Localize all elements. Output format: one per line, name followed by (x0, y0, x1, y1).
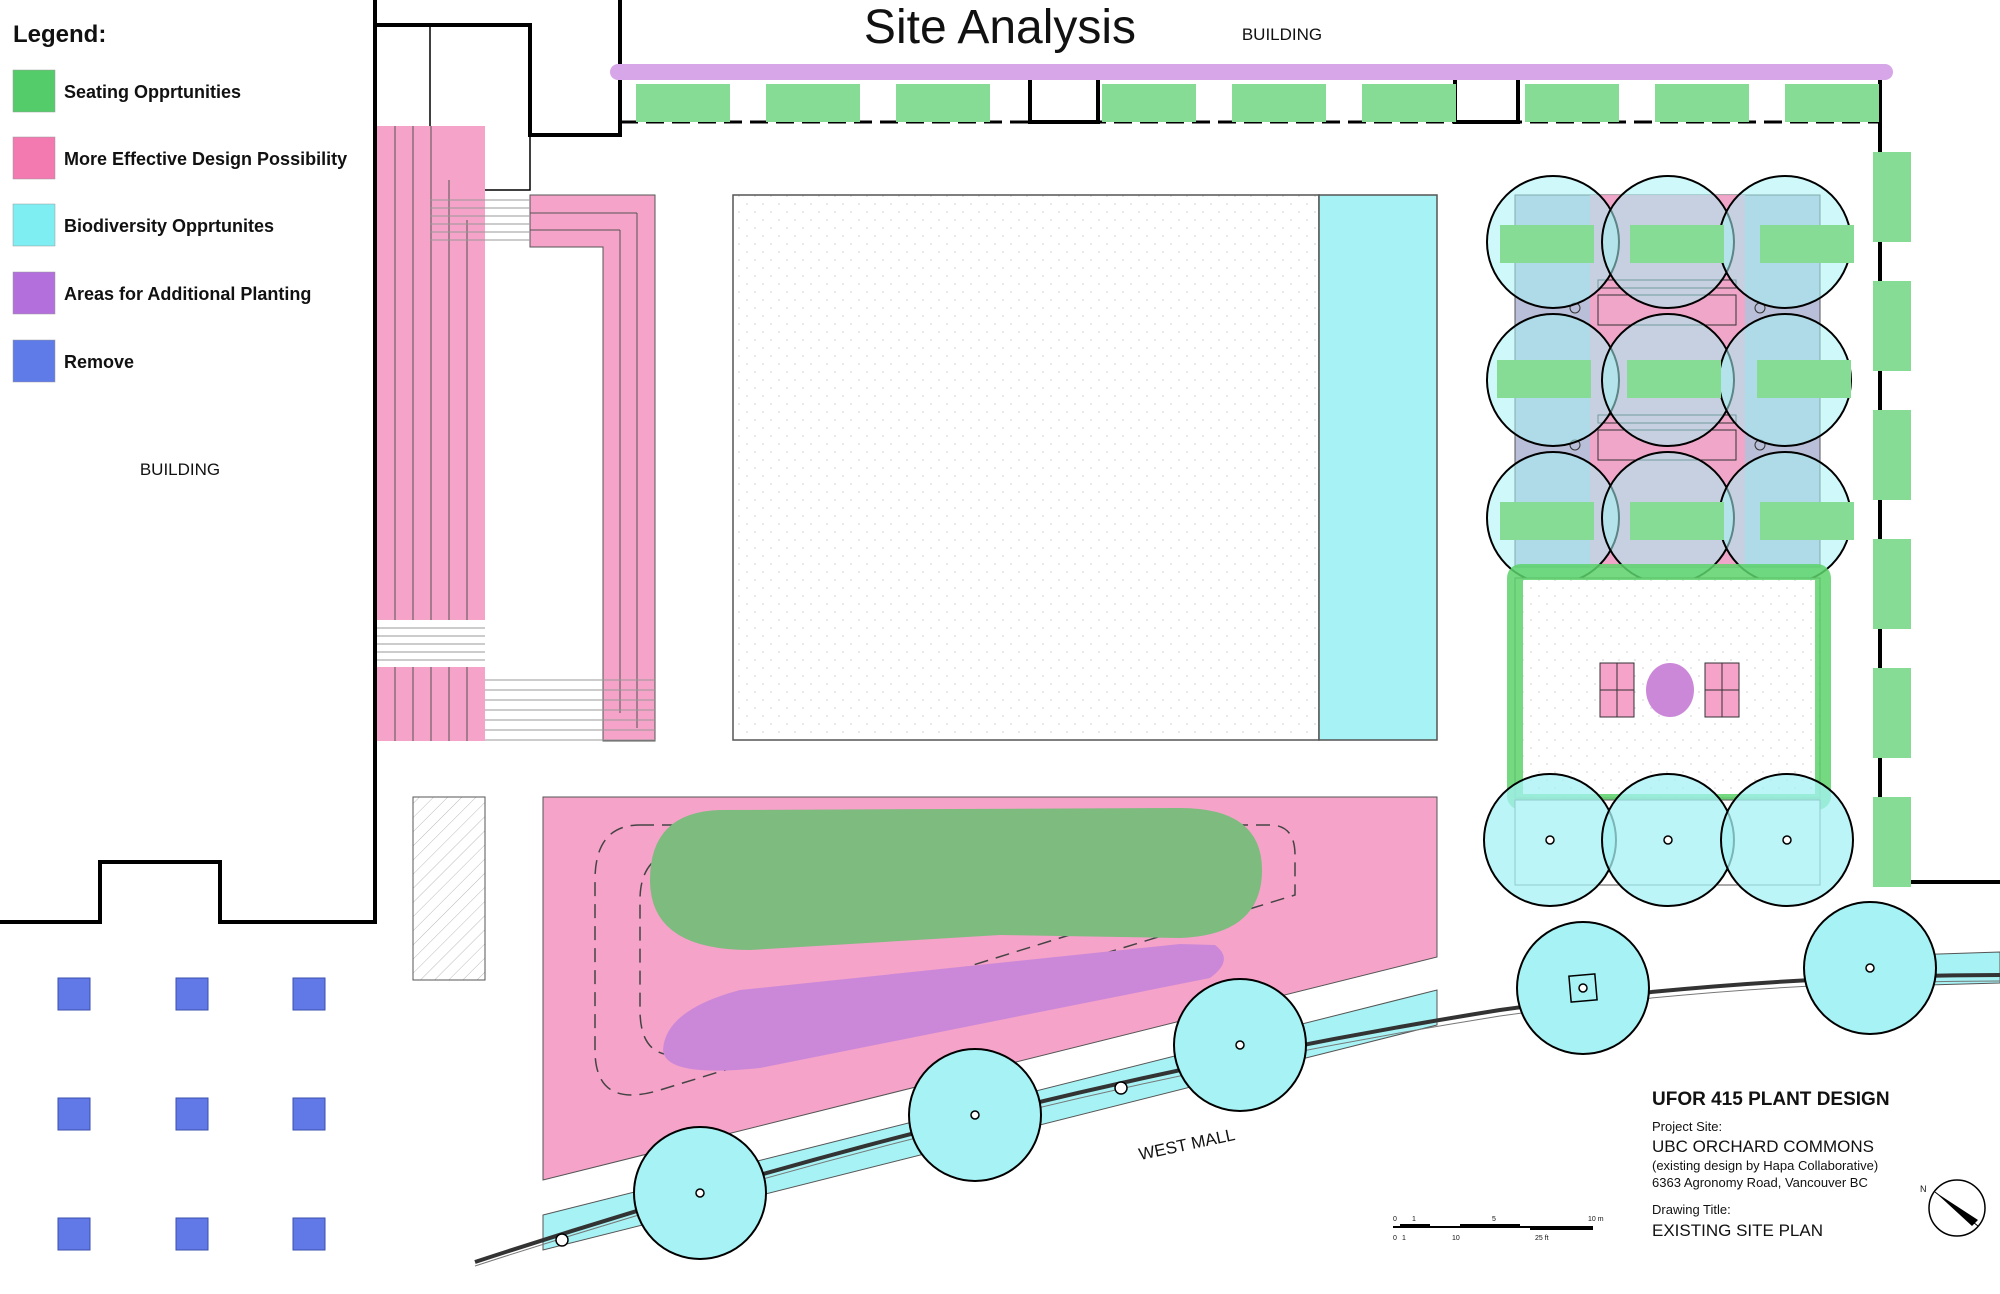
drawing-title-label: Drawing Title: (1652, 1202, 1731, 1217)
seating-area (1785, 84, 1879, 122)
legend-label: Biodiversity Opprtunites (64, 216, 274, 236)
building-top-label: BUILDING (1242, 25, 1322, 44)
legend-swatch (12, 136, 56, 180)
north-arrow-icon: N (1920, 1179, 1986, 1237)
street-tree-trunks (555, 963, 1875, 1247)
planting-blob (663, 944, 1224, 1071)
seating-area (1232, 84, 1326, 122)
pink-l-walls (529, 194, 656, 742)
project-address: 6363 Agronomy Road, Vancouver BC (1652, 1175, 1868, 1190)
central-lawn (732, 194, 1320, 741)
hatched-planter (412, 796, 486, 981)
courtyard-tables (1599, 662, 1740, 718)
title-block: UFOR 415 PLANT DESIGN Project Site: UBC … (1652, 1089, 1890, 1240)
seating-area (1525, 84, 1619, 122)
project-title: UFOR 415 PLANT DESIGN (1652, 1089, 1890, 1110)
legend-label: More Effective Design Possibility (64, 149, 347, 169)
north-label: N (1920, 1184, 1927, 1194)
scale-tick-imperial: 10 (1452, 1235, 1460, 1242)
building-left-label: BUILDING (140, 460, 220, 479)
legend-label: Seating Opprtunities (64, 82, 241, 102)
dashed-path (594, 824, 1296, 1096)
scale-tick-imperial: 0 (1393, 1235, 1397, 1242)
legend-swatch (12, 203, 56, 247)
legend-label: Areas for Additional Planting (64, 284, 311, 304)
seating-area (636, 84, 730, 122)
seating-area (1873, 797, 1911, 887)
legend-heading: Legend: (13, 21, 106, 48)
biodiversity-strip (1318, 194, 1438, 741)
seating-area (766, 84, 860, 122)
drawing-title: EXISTING SITE PLAN (1652, 1221, 1823, 1240)
legend-swatch (12, 271, 56, 315)
small-stairs (430, 199, 655, 741)
project-site-label: Project Site: (1652, 1119, 1722, 1134)
scale-tick-metric: 10 m (1588, 1216, 1604, 1223)
seating-area (1873, 152, 1911, 242)
seating-area (896, 84, 990, 122)
legend-label: Remove (64, 352, 134, 372)
scale-tick-metric: 5 (1492, 1216, 1496, 1223)
left-bleachers (377, 126, 530, 747)
seating-area (1873, 539, 1911, 629)
seating-area (1102, 84, 1196, 122)
right-seating-column (1873, 152, 1911, 887)
scale-tick-metric: 1 (1412, 1216, 1416, 1223)
legend-swatch (12, 339, 56, 383)
street-label: WEST MALL (1137, 1125, 1237, 1164)
top-seating-row (636, 84, 1879, 122)
scale-tick-imperial: 1 (1402, 1235, 1406, 1242)
seating-blob (650, 808, 1262, 950)
left-building: BUILDING (0, 0, 377, 924)
tree-trunks (1545, 835, 1792, 845)
legend-swatch (12, 69, 56, 113)
seating-area (1655, 84, 1749, 122)
dashed-path-inner (639, 849, 1151, 1056)
scale-tick-imperial: 25 ft (1535, 1235, 1549, 1242)
scale-tick-metric: 0 (1393, 1216, 1397, 1223)
seating-area (1873, 668, 1911, 758)
grove-seating (1497, 225, 1854, 540)
seating-area (1873, 281, 1911, 371)
remove-items (57, 977, 326, 1251)
seating-area (1873, 410, 1911, 500)
project-site-name: UBC ORCHARD COMMONS (1652, 1137, 1874, 1156)
page-title: Site Analysis (864, 1, 1136, 54)
project-site-note: (existing design by Hapa Collaborative) (1652, 1158, 1878, 1173)
seating-area (1362, 84, 1456, 122)
